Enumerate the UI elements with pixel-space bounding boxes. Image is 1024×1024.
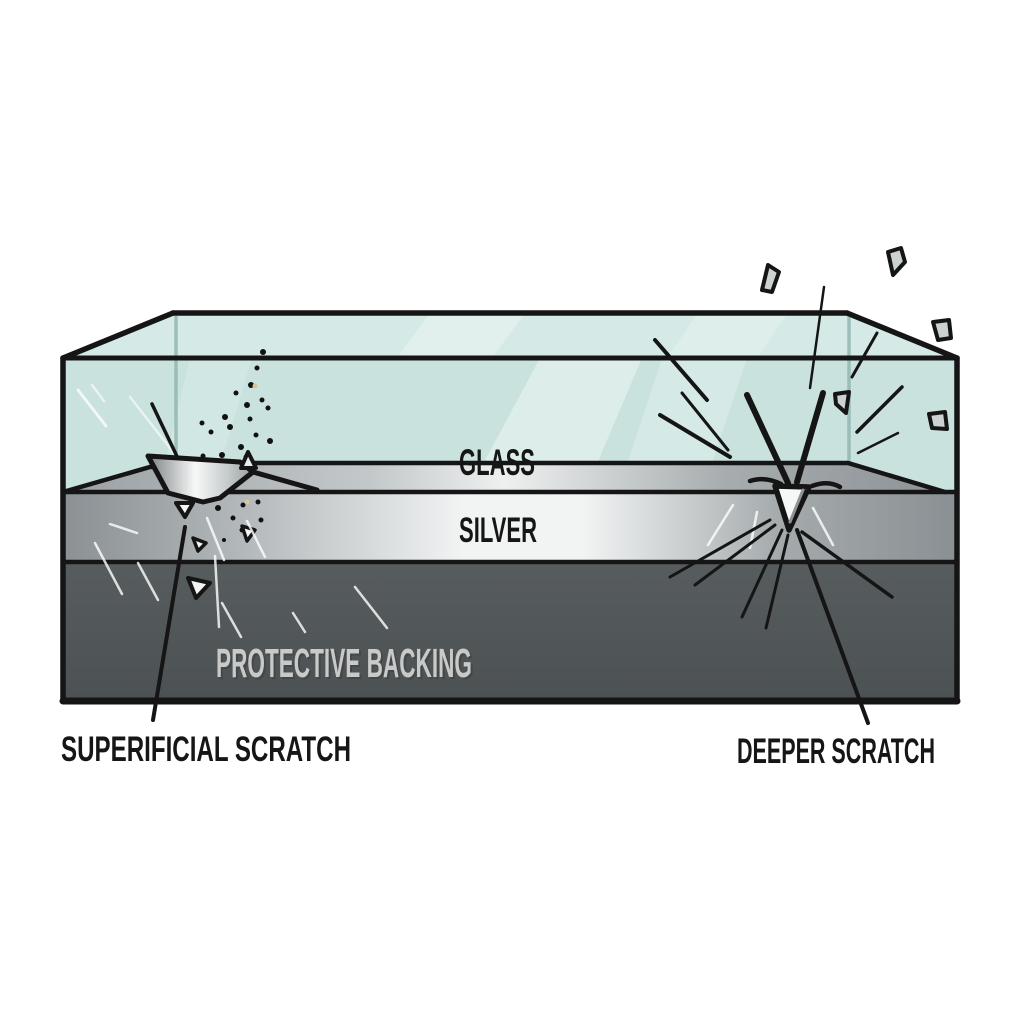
- flying-shard: [886, 246, 907, 277]
- deep-crack-right-arm: [794, 390, 826, 485]
- deep-scratch-lower-cracks: [668, 518, 894, 630]
- gouge-inner-shading: [788, 488, 805, 524]
- superficial-leader-line: [151, 525, 187, 722]
- glass-front-streak: [468, 358, 642, 492]
- chip-spike-shard: [239, 450, 258, 470]
- top-left-slope-edge: [60, 310, 176, 361]
- silver-layer-face: [63, 492, 957, 562]
- deep-scratch-upper-cracks: [653, 285, 904, 459]
- gouge-rim-left: [747, 476, 784, 487]
- flying-shard: [760, 263, 781, 294]
- chip-rim-extension: [250, 469, 320, 493]
- flying-shard: [931, 318, 953, 342]
- superficial-scratch-label: SUPERIFICIAL SCRATCH: [61, 730, 351, 769]
- deeper-leader-line: [795, 528, 870, 725]
- fallen-shards: [186, 524, 257, 600]
- glass-glint-streaks: [76, 383, 175, 454]
- flying-shard: [833, 390, 851, 415]
- fallen-shard: [191, 536, 208, 553]
- fallen-shard: [186, 576, 212, 600]
- deeper-scratch-label: DEEPER SCRATCH: [737, 732, 935, 771]
- silver-label: SILVER: [459, 511, 537, 550]
- deep-crack-left-arm: [744, 392, 791, 486]
- silver-top-surface: [63, 463, 945, 492]
- backing-label-shadow: PROTECTIVE BACKING: [218, 642, 474, 688]
- flying-shard: [927, 410, 949, 431]
- backing-label: PROTECTIVE BACKING: [216, 640, 472, 686]
- chip-notch: [174, 501, 195, 519]
- glass-top-reflection-bands: [397, 313, 788, 358]
- superficial-scratch-chip: [145, 453, 256, 505]
- gouge-rim-right: [809, 481, 843, 490]
- flying-shards: [760, 246, 953, 431]
- top-right-slope-edge: [844, 310, 960, 361]
- glass-label: GLASS: [459, 442, 535, 483]
- chip-light-streaks: [93, 516, 389, 639]
- backing-layer-face: [63, 562, 957, 701]
- glass-top-streak: [667, 313, 788, 358]
- glass-top-streak: [397, 313, 525, 358]
- glass-front-streak: [618, 358, 747, 492]
